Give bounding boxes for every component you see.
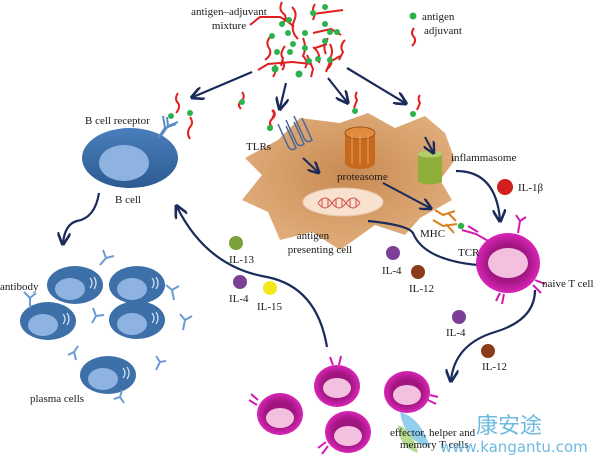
il4-left-label: IL-4 (229, 293, 249, 305)
b-cell-label: B cell (115, 194, 141, 206)
il1b-cytokine (497, 179, 513, 195)
il15-cytokine (263, 281, 277, 295)
arrows-to-naive-t-cell (367, 169, 500, 266)
antibody-label: antibody (0, 281, 39, 293)
arrow-to-apc (327, 77, 347, 102)
naive-t-cell (461, 214, 546, 305)
antigen-legend-icon (409, 12, 417, 20)
proteasome-label: proteasome (337, 171, 388, 183)
il15-label: IL-15 (257, 301, 283, 313)
apc-nucleus (302, 187, 384, 217)
il13-cytokine (229, 236, 243, 250)
apc-label-line2: presenting cell (288, 244, 352, 256)
arrow-effector-to-b-cell (177, 207, 329, 348)
mixture-label-line1: antigen–adjuvant (191, 6, 267, 18)
plasma-cell (80, 356, 136, 394)
mixture-label-line2: mixture (212, 20, 246, 32)
effector-label-line1: effector, helper and (390, 427, 476, 439)
il13-label: IL-13 (229, 254, 255, 266)
effector-t-cell (314, 355, 360, 407)
effector-t-cell (384, 371, 439, 413)
inflammasome-label: inflammasome (451, 152, 516, 164)
plasma-cell (20, 302, 76, 340)
watermark-chinese: 康安途 (476, 414, 542, 439)
il4-left-cytokine (233, 275, 247, 289)
plasma-cells (20, 249, 193, 404)
legend-adjuvant-label: adjuvant (424, 25, 462, 37)
effector-t-cell (317, 411, 371, 455)
arrow-nucleus-to-t-cell (367, 219, 491, 266)
plasma-cell (109, 266, 165, 304)
effector-t-cell (248, 393, 303, 435)
inflammasome-icon (418, 150, 442, 185)
legend: antigen adjuvant (409, 11, 462, 47)
plasma-cells-label: plasma cells (30, 393, 84, 405)
mixture-arrows (193, 67, 405, 108)
dna-icon (317, 197, 361, 209)
b-cell (82, 115, 179, 188)
watermark-url: www.kangantu.com (440, 438, 588, 456)
presented-antigen (457, 222, 465, 230)
tlr-icon (277, 115, 313, 151)
il4-mid-cytokine (386, 246, 400, 260)
apc-label-line1: antigen (297, 230, 330, 242)
il4-mid-label: IL-4 (382, 265, 402, 277)
il12-mid-cytokine (411, 265, 425, 279)
b-cell-receptor-label: B cell receptor (85, 115, 150, 127)
arrow-b-to-plasma (63, 192, 101, 243)
plasma-cell (109, 301, 165, 339)
il12-right-cytokine (481, 344, 495, 358)
tcr-icon (461, 214, 546, 305)
b-cell-receptor-icon (157, 115, 179, 139)
arrow-to-tlrs (280, 82, 286, 108)
tcr-label: TCR (458, 247, 480, 259)
antigen-presenting-cell (242, 109, 465, 250)
free-antigen-adjuvant (168, 91, 422, 140)
plasma-cell (47, 266, 103, 304)
il1b-label: IL-1β (518, 182, 544, 194)
tlrs-label: TLRs (246, 141, 271, 153)
arrow-to-b-cell (193, 70, 253, 97)
arrow-inflammasome-to-t-cell (455, 169, 500, 220)
antibody-icons (23, 249, 193, 404)
apc-internal-arrows (302, 136, 433, 208)
effector-label-line2: memory T cells (400, 439, 469, 451)
arrow-to-inflammasome (346, 67, 405, 103)
legend-antigen-label: antigen (422, 11, 455, 23)
watermark-logo-icon (398, 412, 430, 453)
antigen-particles (269, 4, 340, 78)
mhc-label: MHC (420, 228, 445, 240)
il12-right-label: IL-12 (482, 361, 507, 373)
antigen-adjuvant-mixture (249, 1, 346, 78)
proteasome-icon (344, 126, 376, 169)
il4-right-cytokine (452, 310, 466, 324)
adjuvant-legend-icon (411, 27, 417, 47)
arrow-naive-to-effector (451, 289, 537, 380)
il12-mid-label: IL-12 (409, 283, 434, 295)
effector-t-cells (248, 355, 439, 455)
mhc-icon (432, 209, 458, 234)
il4-right-label: IL-4 (446, 327, 466, 339)
naive-t-cell-label: naive T cell (542, 278, 594, 290)
